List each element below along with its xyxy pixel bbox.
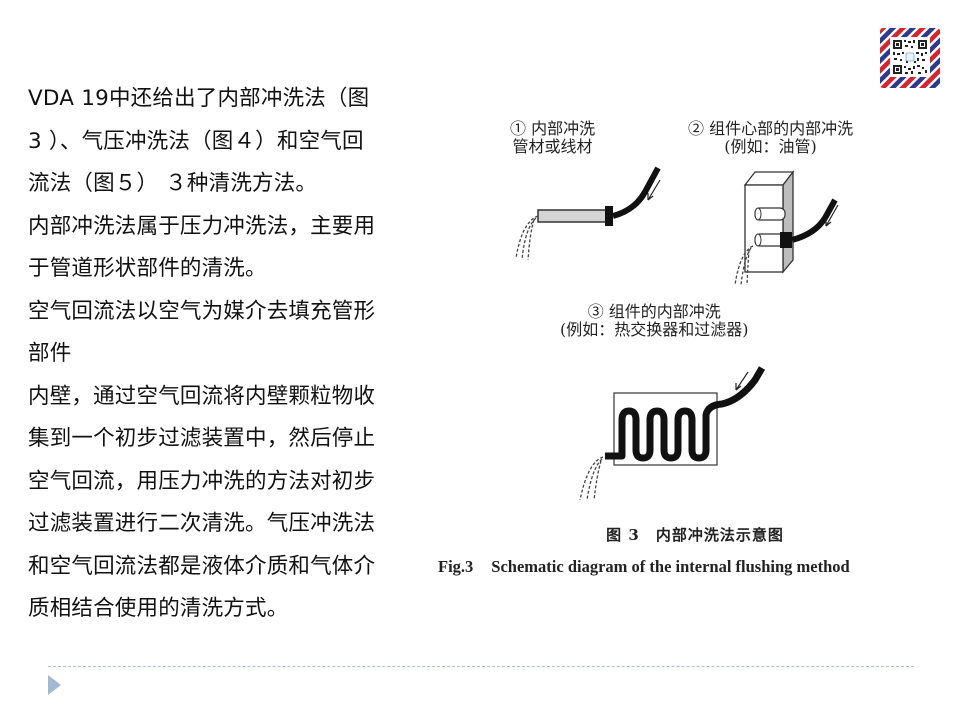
- body-line: 流法（图５） ３种清洗方法。: [28, 171, 318, 196]
- body-line: 集到一个初步过滤装置中，然后停止: [28, 426, 376, 451]
- figure-caption-cn: 图 3 内部冲洗法示意图: [606, 526, 784, 544]
- body-line: VDA 19中还给出了内部冲洗法（图: [28, 86, 370, 111]
- figure-internal-flushing: ① 内部冲洗 管材或线材 ② 组件心部的内部冲洗 (例如：油管) ③ 组件的内部…: [430, 100, 930, 600]
- block-icon: [734, 170, 839, 286]
- next-slide-arrow-icon[interactable]: [48, 675, 61, 695]
- body-line: 内部冲洗法属于压力冲洗法，主要用: [28, 213, 376, 239]
- qr-code-icon: [880, 28, 940, 88]
- body-line: 3 ）、气压冲洗法（图４）和空气回: [28, 128, 364, 154]
- panel1-label-line1: ① 内部冲洗: [510, 119, 596, 138]
- panel1-label: ① 内部冲洗 管材或线材: [510, 120, 595, 156]
- tube-icon: [515, 166, 661, 261]
- panel2-label-line2: (例如：油管): [724, 137, 817, 156]
- body-line: 于管道形状部件的清洗。: [28, 256, 267, 281]
- figure-caption-en: Fig.3 Schematic diagram of the internal f…: [438, 557, 850, 577]
- body-line: 质相结合使用的清洗方式。: [28, 596, 289, 621]
- body-text: VDA 19中还给出了内部冲洗法（图 3 ）、气压冲洗法（图４）和空气回 流法（…: [28, 78, 428, 631]
- footer-divider: [48, 666, 914, 667]
- panel2-label-line1: ② 组件心部的内部冲洗: [688, 119, 854, 138]
- panel3-label-line1: ③ 组件的内部冲洗: [587, 302, 721, 321]
- body-line: 空气回流法以空气为媒介去填充管形: [28, 298, 376, 324]
- panel1-label-line2: 管材或线材: [512, 137, 593, 156]
- panel3-label-line2: (例如：热交换器和过滤器): [560, 320, 749, 339]
- panel3-label: ③ 组件的内部冲洗 (例如：热交换器和过滤器): [560, 303, 749, 339]
- body-line: 内壁，通过空气回流将内壁颗粒物收: [28, 383, 376, 409]
- body-line: 过滤装置进行二次清洗。气压冲洗法: [28, 511, 376, 536]
- figure-number: Fig.3: [438, 557, 474, 576]
- body-line: 空气回流，用压力冲洗的方法对初步: [28, 468, 376, 494]
- qr-code-badge[interactable]: [880, 28, 940, 88]
- body-line: 和空气回流法都是液体介质和气体介: [28, 553, 376, 579]
- heat-exchanger-icon: [579, 366, 766, 501]
- flushing-diagram: [515, 166, 839, 501]
- figure-caption-en-text: Schematic diagram of the internal flushi…: [491, 557, 850, 576]
- body-line: 部件: [28, 341, 72, 366]
- panel2-label: ② 组件心部的内部冲洗 (例如：油管): [688, 120, 853, 156]
